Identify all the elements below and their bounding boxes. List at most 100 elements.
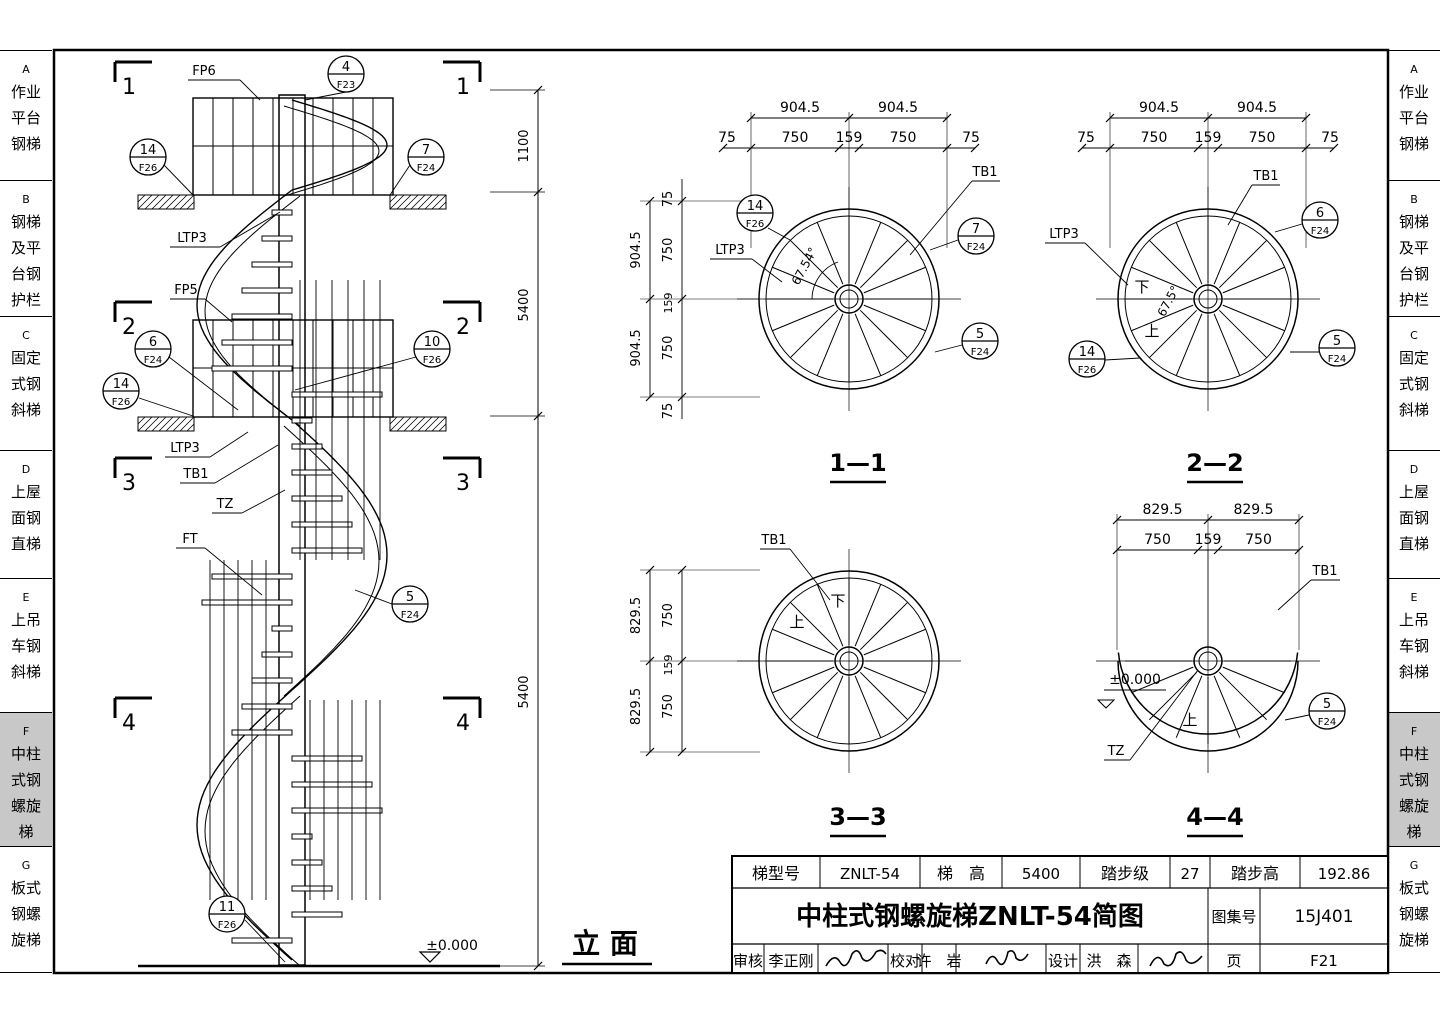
- spec-label: 踏步级: [1101, 864, 1149, 883]
- side-tab-label: 上吊: [1398, 611, 1429, 629]
- tread-line: [1213, 675, 1241, 738]
- section-mark-number: 1: [456, 75, 470, 100]
- side-tab-label: 式钢: [10, 375, 41, 393]
- platform-railing: [192, 97, 394, 196]
- leader: [1274, 223, 1303, 233]
- side-tab-code: B: [22, 193, 30, 206]
- dim-tick: [645, 196, 655, 206]
- stair-tread: [291, 495, 343, 502]
- side-tab-label: 直梯: [1398, 535, 1429, 553]
- tread-line: [1213, 313, 1241, 376]
- section-title: 2—2: [1186, 449, 1243, 477]
- dim-tick: [1112, 515, 1122, 525]
- dimension-value: 750: [1245, 532, 1272, 548]
- leader: [244, 919, 286, 963]
- leader: [204, 547, 263, 596]
- tread-line: [816, 313, 844, 376]
- dim-tick: [1077, 143, 1087, 153]
- tread-line: [1175, 222, 1203, 285]
- hatch-line: [410, 194, 426, 210]
- tread-line: [863, 266, 926, 294]
- side-tab-code: E: [22, 591, 30, 604]
- dimension-value: 750: [1249, 130, 1276, 146]
- callout-number: 14: [1079, 345, 1096, 360]
- callout-ref: F26: [218, 920, 236, 931]
- stair-tread: [231, 937, 293, 944]
- callout-number: 11: [219, 900, 236, 915]
- dimension-value: 829.5: [629, 688, 644, 725]
- drawing-title: 中柱式钢螺旋梯ZNLT-54简图: [796, 901, 1144, 932]
- dimension-value: 829.5: [629, 597, 644, 634]
- stair-tread: [261, 235, 293, 242]
- side-tab-label: 平台: [10, 109, 41, 127]
- stair-tread: [251, 677, 293, 684]
- dimension-value: 750: [661, 603, 676, 628]
- dim-tick: [1105, 113, 1115, 123]
- stair-tread: [291, 755, 363, 762]
- callout-number: 7: [422, 143, 430, 158]
- leader: [789, 548, 831, 601]
- stair-tread: [291, 443, 323, 450]
- label-ltp3: LTP3: [1049, 227, 1079, 242]
- section-mark-number: 2: [122, 315, 136, 340]
- dim-tick: [645, 565, 655, 575]
- label-ft: FT: [182, 532, 197, 547]
- stair-tread: [291, 807, 383, 814]
- tread-line: [789, 671, 839, 721]
- handrail-curve: [283, 105, 380, 197]
- dim-tick: [645, 392, 655, 402]
- side-tab-label: 及平: [10, 239, 41, 257]
- floor-slab-hatch: [389, 194, 447, 210]
- dimension-value: 159: [836, 130, 863, 146]
- side-tab-label: 板式: [10, 879, 41, 897]
- side-tab-label: 平台: [1398, 109, 1429, 127]
- dim-tick: [677, 565, 687, 575]
- side-tab-label: 直梯: [10, 535, 41, 553]
- tread-line: [854, 675, 882, 738]
- handrail-curve: [291, 99, 388, 191]
- dim-tick: [677, 294, 687, 304]
- tread-line: [1148, 309, 1198, 359]
- callout-ref: F26: [423, 355, 441, 366]
- hatch-line: [172, 416, 188, 432]
- hatch-line: [403, 416, 419, 432]
- side-tab-label: 板式: [1398, 879, 1429, 897]
- side-tab-label: 护栏: [10, 291, 41, 309]
- dim-tick: [677, 656, 687, 666]
- leader: [219, 211, 281, 248]
- tread-line: [1222, 266, 1285, 294]
- label-fp6: FP6: [192, 64, 216, 79]
- label-tz: TZ: [1107, 744, 1125, 759]
- hatch-line: [158, 194, 174, 210]
- label-tz: TZ: [216, 497, 234, 512]
- label-up: 上: [1182, 711, 1197, 729]
- hatch-line: [137, 416, 153, 432]
- dimension-value: 159: [1195, 532, 1222, 548]
- side-tab-label: 旋梯: [1398, 931, 1429, 949]
- stair-treads: [201, 209, 383, 944]
- stair-tread: [291, 833, 313, 840]
- floor-slab-hatch: [389, 416, 447, 432]
- callout-ref: F24: [144, 355, 162, 366]
- tread-line: [1222, 666, 1285, 694]
- dim-tick: [677, 392, 687, 402]
